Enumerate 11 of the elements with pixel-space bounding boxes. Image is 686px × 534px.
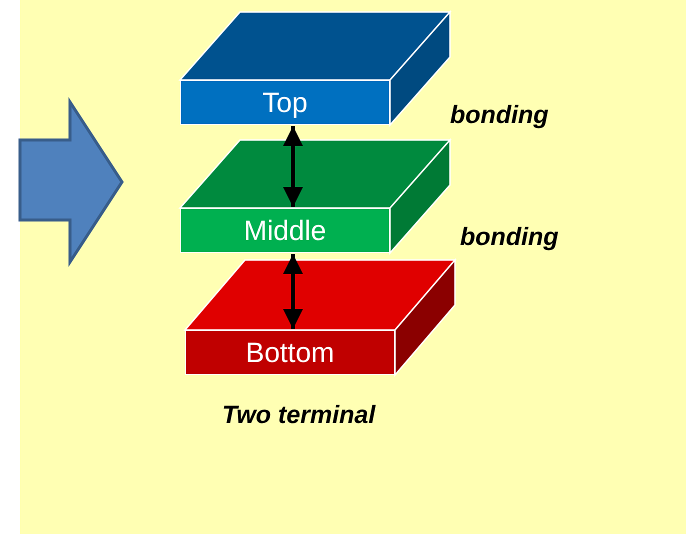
layer-name: Top	[262, 88, 308, 116]
double-arrow	[283, 254, 303, 329]
bonding-label: bonding	[460, 225, 559, 250]
double-arrow	[283, 126, 303, 207]
layer-name: Bottom	[246, 338, 334, 366]
slab-front-face	[185, 330, 395, 375]
slab-front-face	[180, 80, 390, 125]
slab-front-face	[180, 208, 390, 253]
layer-name: Middle	[244, 216, 326, 244]
caption-text: Two terminal	[222, 403, 376, 428]
bonding-label: bonding	[450, 103, 549, 128]
